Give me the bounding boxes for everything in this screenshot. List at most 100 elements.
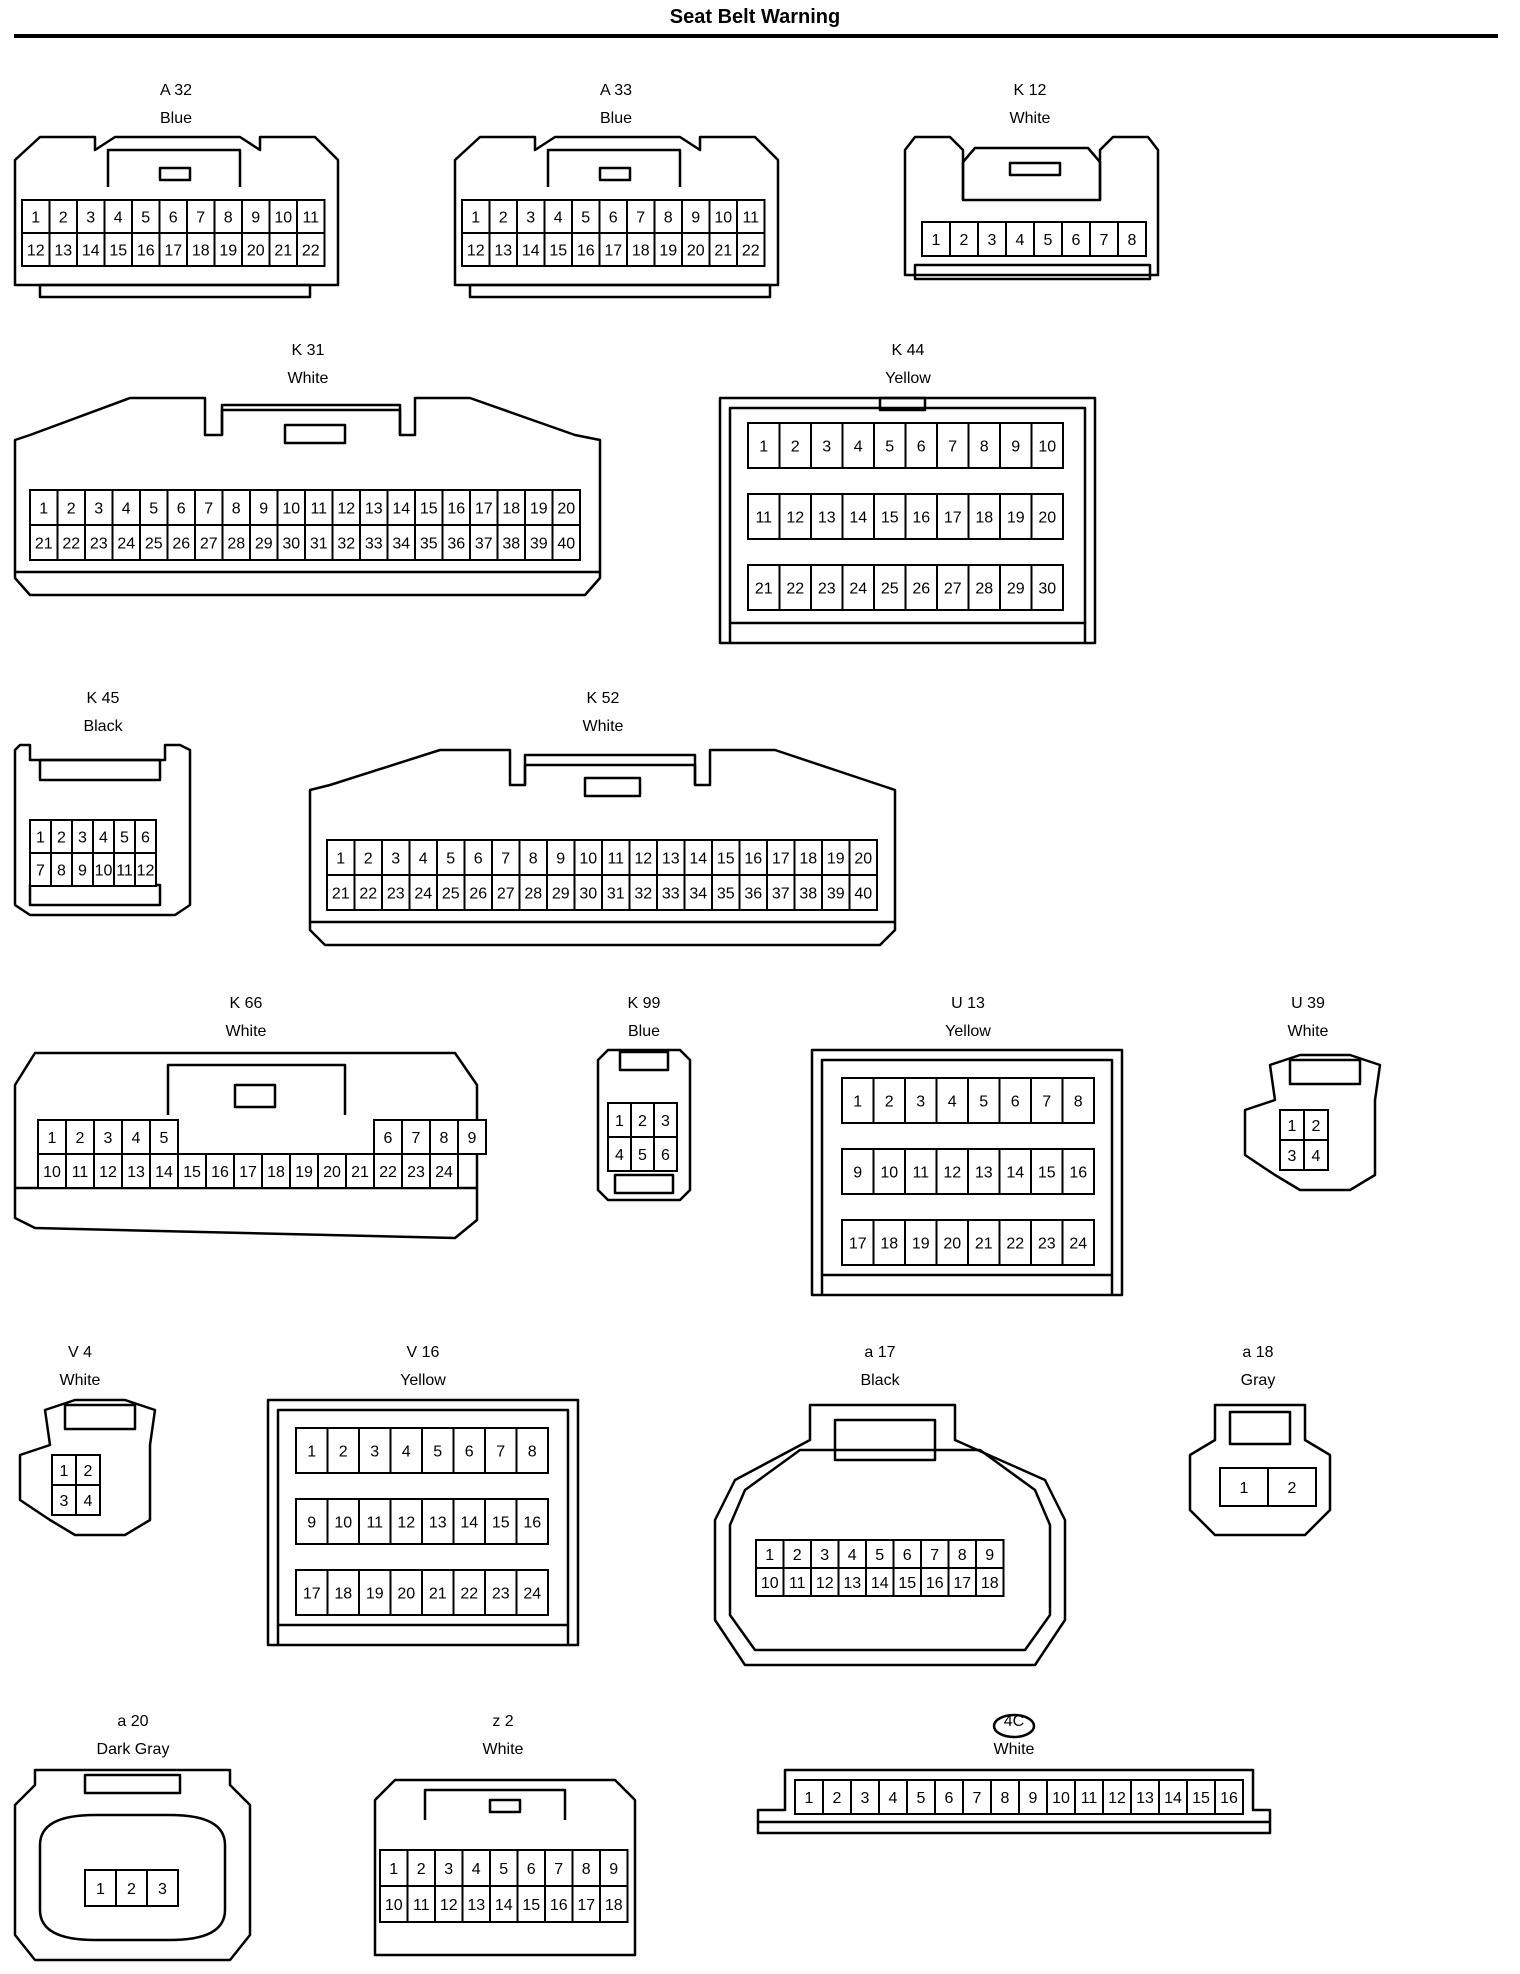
pin-cell (681, 232, 711, 267)
connector-id-k52: K 52 (587, 690, 620, 707)
pin-cell (518, 874, 548, 911)
pin-number: 8 (664, 210, 673, 227)
pin-number: 2 (364, 851, 373, 868)
pin-number: 19 (295, 1164, 313, 1181)
pin-number: 21 (274, 243, 292, 260)
pin-number: 26 (912, 581, 930, 598)
pin-number: 1 (1288, 1118, 1297, 1135)
connector-id-k44: K 44 (892, 342, 925, 359)
pin-number: 6 (527, 1861, 536, 1878)
pin-cell (261, 1153, 291, 1189)
pin-cell (326, 874, 356, 911)
pin-cell (1214, 1779, 1244, 1815)
pin-number: 18 (192, 243, 210, 260)
pin-number: 14 (522, 243, 540, 260)
connector-lock-a32 (158, 166, 192, 182)
pin-number: 1 (765, 1547, 774, 1564)
pin-cell (452, 1569, 486, 1616)
connector-housing-a20 (13, 1768, 252, 1962)
pin-number: 29 (1007, 581, 1025, 598)
connector-housing-v4 (18, 1398, 157, 1537)
pin-cell (221, 489, 251, 526)
pin-cell (469, 524, 499, 561)
pin-number: 3 (916, 1094, 925, 1111)
connector-housing-u13 (810, 1048, 1124, 1297)
pin-number: 5 (446, 851, 455, 868)
connector-housing-u39 (1243, 1053, 1382, 1192)
pin-number: 7 (496, 1444, 505, 1461)
pin-cell (848, 839, 878, 876)
pin-cell (457, 1119, 487, 1155)
pin-cell (810, 1567, 840, 1597)
pin-number: 1 (932, 232, 941, 249)
pin-cell (1030, 564, 1064, 611)
pin-number: 15 (420, 501, 438, 518)
pin-number: 15 (522, 1897, 540, 1914)
pin-number: 10 (714, 210, 732, 227)
connector-base-k12 (913, 263, 1152, 281)
pin-number: 2 (885, 1094, 894, 1111)
pin-number: 14 (849, 510, 867, 527)
pin-number: 20 (397, 1586, 415, 1603)
pin-cell (134, 852, 157, 887)
pin-cell (821, 839, 851, 876)
pin-number: 11 (742, 210, 759, 227)
pin-number: 30 (1038, 581, 1056, 598)
pin-number: 17 (303, 1586, 321, 1603)
pin-cell (241, 232, 271, 267)
pin-cell (516, 1885, 546, 1923)
pin-number: 12 (943, 1165, 961, 1182)
pin-number: 20 (687, 243, 705, 260)
pin-number: 23 (492, 1586, 510, 1603)
pin-number: 4 (554, 210, 563, 227)
pin-cell (967, 493, 1001, 540)
pin-number: 10 (334, 1515, 352, 1532)
pin-number: 14 (392, 501, 410, 518)
pin-number: 3 (444, 1861, 453, 1878)
pin-cell (850, 1779, 880, 1815)
pin-number: 3 (78, 830, 87, 847)
pin-cell (56, 489, 86, 526)
connector-housing-a32 (13, 135, 340, 287)
pin-cell (873, 564, 907, 611)
connector-color-a32: Blue (160, 110, 192, 127)
connector-color-k66: White (226, 1023, 267, 1040)
pin-cell (386, 524, 416, 561)
pin-cell (37, 1153, 67, 1189)
pin-number: 3 (661, 1113, 670, 1130)
pin-number: 6 (465, 1444, 474, 1461)
pin-cell (115, 1869, 148, 1907)
pin-number: 36 (744, 886, 762, 903)
pin-number: 1 (853, 1094, 862, 1111)
pin-cell (1279, 1139, 1305, 1171)
connector-id-k99: K 99 (628, 995, 661, 1012)
connector-id-4c: 4C (1004, 1713, 1024, 1730)
pin-number: 4 (854, 439, 863, 456)
pin-number: 26 (469, 886, 487, 903)
pin-number: 19 (912, 1236, 930, 1253)
pin-number: 4 (889, 1790, 898, 1807)
connector-id-k66: K 66 (230, 995, 263, 1012)
pin-number: 10 (95, 863, 113, 880)
pin-number: 32 (337, 536, 355, 553)
pin-cell (1030, 1148, 1064, 1195)
pin-number: 2 (793, 1547, 802, 1564)
pin-number: 29 (255, 536, 273, 553)
connector-color-k52: White (583, 718, 624, 735)
pin-number: 15 (1192, 1790, 1210, 1807)
pin-number: 13 (467, 1897, 485, 1914)
pin-number: 16 (550, 1897, 568, 1914)
pin-number: 2 (59, 210, 68, 227)
pin-number: 12 (337, 501, 355, 518)
pin-number: 25 (442, 886, 460, 903)
pin-cell (736, 232, 766, 267)
pin-number: 16 (912, 510, 930, 527)
pin-number: 11 (413, 1897, 430, 1914)
pin-number: 14 (460, 1515, 478, 1532)
pin-cell (747, 493, 781, 540)
pin-number: 2 (791, 439, 800, 456)
pin-number: 7 (36, 863, 45, 880)
pin-cell (551, 524, 581, 561)
pin-number: 10 (761, 1575, 779, 1592)
